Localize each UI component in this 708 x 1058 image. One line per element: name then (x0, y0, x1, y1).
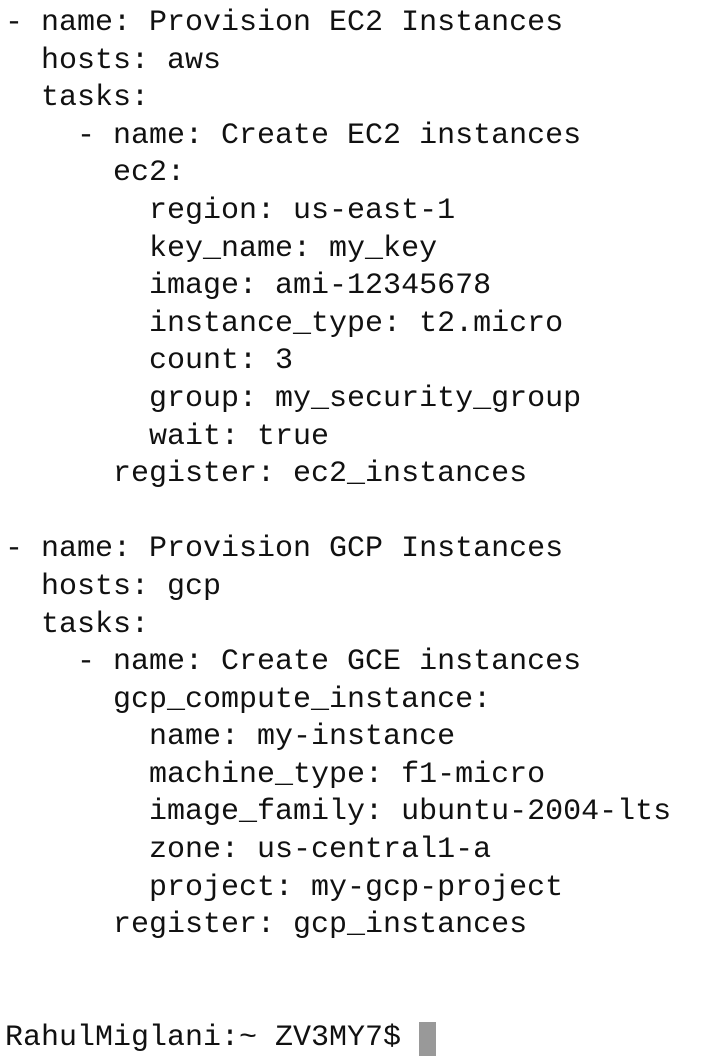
output-line: instance_type: t2.micro (5, 306, 564, 341)
output-line: register: ec2_instances (5, 457, 528, 492)
output-line (5, 494, 708, 532)
output-line: key_name: my_key (5, 231, 438, 266)
output-line: image_family: ubuntu-2004-lts (5, 795, 672, 830)
prompt-text: RahulMiglani:~ ZV3MY7$ (5, 1021, 402, 1056)
output-line: gcp_compute_instance: (5, 682, 492, 717)
terminal-output: - name: Provision EC2 Instances hosts: a… (5, 5, 708, 1020)
output-line: - name: Create EC2 instances (5, 118, 582, 153)
output-line: - name: Provision GCP Instances (5, 532, 564, 567)
text-cursor (419, 1021, 437, 1056)
output-line: tasks: (5, 607, 150, 642)
output-line: - name: Provision EC2 Instances (5, 6, 564, 40)
output-line: wait: true (5, 419, 330, 454)
output-line: name: my-instance (5, 720, 456, 755)
output-line: zone: us-central1-a (5, 833, 492, 868)
output-line: count: 3 (5, 344, 294, 379)
output-line: hosts: gcp (5, 569, 222, 604)
output-line (5, 982, 708, 1020)
output-line: hosts: aws (5, 43, 222, 78)
output-line: region: us-east-1 (5, 193, 456, 228)
output-line: image: ami-12345678 (5, 269, 492, 304)
terminal-window[interactable]: - name: Provision EC2 Instances hosts: a… (5, 5, 708, 1058)
output-line: tasks: (5, 81, 150, 116)
output-line (5, 945, 708, 983)
command-prompt[interactable]: RahulMiglani:~ ZV3MY7$ (5, 1020, 708, 1058)
output-line: group: my_security_group (5, 381, 582, 416)
output-line: machine_type: f1-micro (5, 757, 546, 792)
output-line: register: gcp_instances (5, 908, 528, 943)
output-line: project: my-gcp-project (5, 870, 564, 905)
output-line: - name: Create GCE instances (5, 645, 582, 680)
output-line: ec2: (5, 156, 186, 191)
